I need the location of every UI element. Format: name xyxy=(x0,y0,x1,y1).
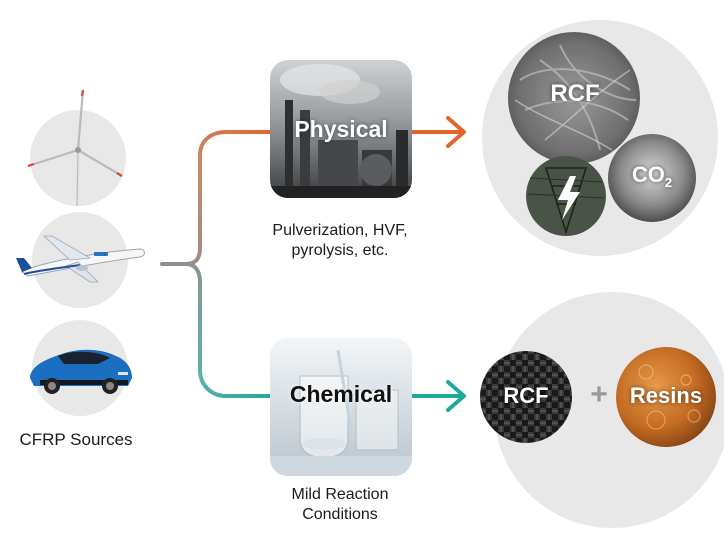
chemical-rcf-label: RCF xyxy=(503,383,549,408)
source-wind-turbine xyxy=(27,89,126,207)
physical-title: Physical xyxy=(294,116,388,142)
factory-image xyxy=(270,60,412,198)
physical-description-line2: pyrolysis, etc. xyxy=(291,242,389,259)
resins-label: Resins xyxy=(629,383,703,408)
plus-sign: + xyxy=(590,378,608,411)
lightning-bolt-icon xyxy=(558,176,580,220)
branch-connector xyxy=(160,130,274,398)
rcf-weave-image xyxy=(480,351,572,443)
chemical-description-line2: Conditions xyxy=(302,506,378,523)
physical-description-line1: Pulverization, HVF, xyxy=(272,222,408,239)
energy-image xyxy=(526,156,606,236)
chemical-arrow xyxy=(410,380,466,412)
co2-main: CO xyxy=(631,162,665,187)
resins-image xyxy=(616,347,716,447)
physical-rcf-label: RCF xyxy=(550,80,600,107)
chemical-title: Chemical xyxy=(289,381,393,407)
physical-products xyxy=(482,20,718,256)
chemical-description-line1: Mild Reaction xyxy=(291,486,389,503)
rcf-fiber-image xyxy=(508,32,640,164)
chemical-products xyxy=(480,292,724,528)
cfrp-sources-label: CFRP Sources xyxy=(19,430,133,449)
wind-turbine-icon xyxy=(27,89,123,207)
physical-arrow xyxy=(410,116,466,148)
lab-glassware-image xyxy=(270,338,412,476)
source-airplane xyxy=(16,212,145,308)
co2-label: CO2 xyxy=(612,162,692,190)
co2-subscript: 2 xyxy=(664,175,673,190)
car-icon xyxy=(30,349,132,394)
co2-smoke-image xyxy=(608,134,696,222)
source-car xyxy=(30,320,132,416)
airplane-icon xyxy=(16,235,145,283)
